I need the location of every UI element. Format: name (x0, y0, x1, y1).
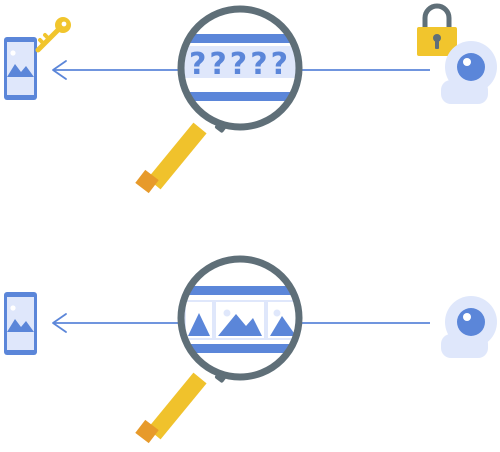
phone-image-icon (4, 292, 37, 355)
lens-content-image-strip (183, 261, 297, 375)
security-camera-icon (441, 41, 497, 104)
bottom-panel-unencrypted (4, 255, 497, 444)
key-icon (35, 17, 71, 53)
padlock-icon (417, 3, 457, 56)
phone-image-icon (4, 37, 37, 100)
lens-rim (177, 255, 303, 381)
top-panel-encrypted: ????? (4, 3, 497, 194)
security-camera-icon (441, 296, 497, 358)
lens-content-encrypted: ????? (183, 11, 297, 125)
lens-rim (177, 5, 303, 131)
magnifying-glass-icon (135, 255, 303, 444)
magnifying-glass-icon: ????? (135, 5, 303, 194)
lens-scrambled-text: ????? (189, 47, 291, 82)
